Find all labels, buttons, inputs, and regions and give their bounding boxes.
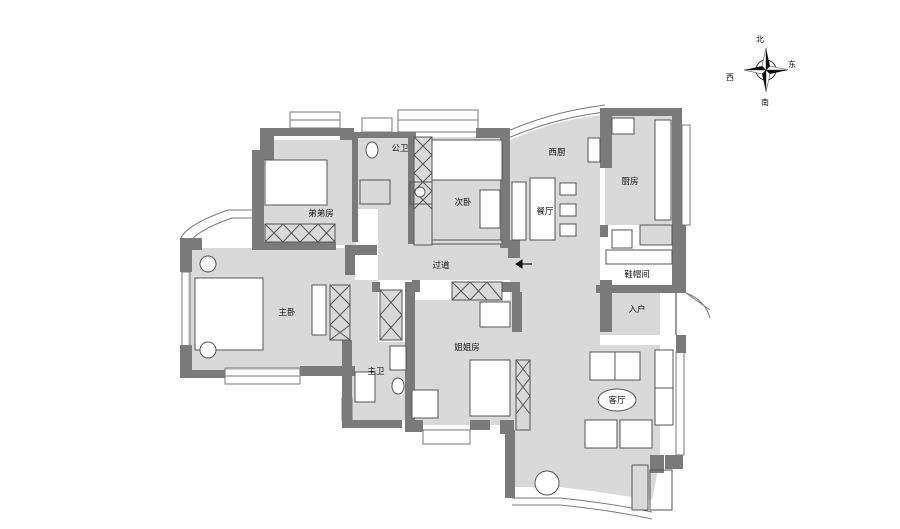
wall	[270, 128, 342, 136]
bed-sister	[469, 359, 511, 417]
label-entrance: 入户	[628, 304, 645, 315]
compass-east: 东	[788, 59, 796, 69]
wall	[412, 280, 420, 292]
wall	[180, 240, 192, 272]
dining-table	[529, 177, 556, 241]
wall	[300, 366, 355, 376]
wall	[650, 455, 664, 473]
label-dining: 餐厅	[536, 207, 554, 217]
wall	[180, 370, 225, 378]
sideboard	[511, 181, 527, 241]
wall	[600, 225, 608, 237]
wall	[252, 242, 336, 250]
label-living-room: 客厅	[608, 395, 626, 406]
wall	[340, 128, 354, 140]
room-labels: 弟弟房 公卫 次卧 西厨 餐厅 厨房 过道 鞋帽间 入户 主卧 姐姐房 主卫 客…	[278, 144, 649, 406]
wall	[665, 455, 683, 469]
wall	[405, 282, 415, 432]
label-sister-room: 姐姐房	[454, 342, 480, 353]
wall	[508, 240, 520, 258]
label-western-kitchen: 西厨	[548, 148, 566, 158]
wall	[512, 292, 522, 332]
wall	[342, 340, 352, 428]
wall	[355, 245, 377, 255]
coffee-table	[597, 388, 637, 412]
wall	[500, 128, 510, 248]
wall	[676, 335, 686, 353]
compass-north: 北	[756, 35, 764, 44]
wall	[405, 420, 423, 432]
label-master-bath: 主卫	[367, 366, 385, 377]
wall	[352, 132, 412, 138]
label-shoe-room: 鞋帽间	[624, 269, 650, 280]
wall	[476, 128, 506, 138]
wall	[672, 225, 686, 293]
wall	[408, 132, 416, 244]
label-brother-room: 弟弟房	[308, 208, 334, 219]
wall	[180, 345, 192, 375]
wall	[672, 108, 682, 228]
toilet-public	[365, 141, 379, 159]
wall	[600, 108, 612, 168]
floor-corridor-west	[378, 180, 412, 240]
bed-brother	[264, 159, 328, 206]
floor-corridor	[378, 240, 513, 280]
label-corridor: 过道	[432, 260, 450, 271]
wall	[600, 108, 672, 116]
wall	[470, 420, 490, 430]
furniture	[194, 117, 674, 511]
label-second-bedroom: 次卧	[454, 197, 472, 208]
wall	[345, 245, 355, 275]
wall	[372, 282, 380, 292]
wall	[252, 150, 264, 245]
wall	[352, 132, 358, 242]
label-master-bedroom: 主卧	[278, 307, 296, 318]
label-public-bath: 公卫	[391, 144, 409, 154]
compass-south: 南	[761, 97, 769, 107]
wall	[505, 430, 515, 498]
label-kitchen: 厨房	[621, 176, 638, 187]
wall	[500, 282, 520, 292]
walls	[180, 108, 686, 498]
bed-second	[431, 139, 503, 181]
bed-master	[194, 277, 264, 351]
entrance-arrow	[515, 259, 532, 269]
compass-rose: 北 东 西 南	[726, 35, 796, 107]
wall	[342, 420, 402, 428]
compass-west: 西	[726, 73, 734, 82]
wall	[596, 285, 676, 293]
wardrobe-brother	[264, 223, 336, 243]
